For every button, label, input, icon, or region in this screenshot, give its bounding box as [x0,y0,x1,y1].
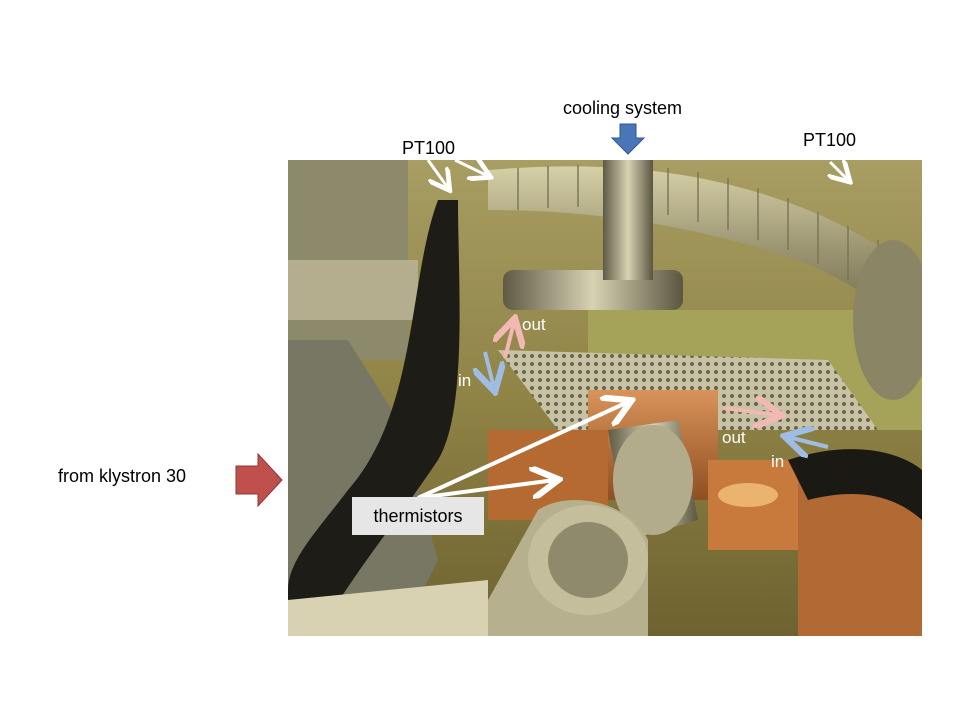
in-left-label: in [458,371,472,390]
pt100-right-label: PT100 [803,130,857,150]
out-right-label: out [722,428,746,447]
thermistors-label: thermistors [352,497,484,535]
klystron-arrow [235,452,283,508]
cooling-system-arrow [610,123,646,155]
cooling-system-label: cooling system [563,98,683,118]
out-left-label: out [522,315,546,334]
in-right-label: in [771,452,785,471]
equipment-photo [288,160,922,636]
from-klystron-label: from klystron 30 [58,466,187,486]
pt100-left-label: PT100 [402,138,456,158]
